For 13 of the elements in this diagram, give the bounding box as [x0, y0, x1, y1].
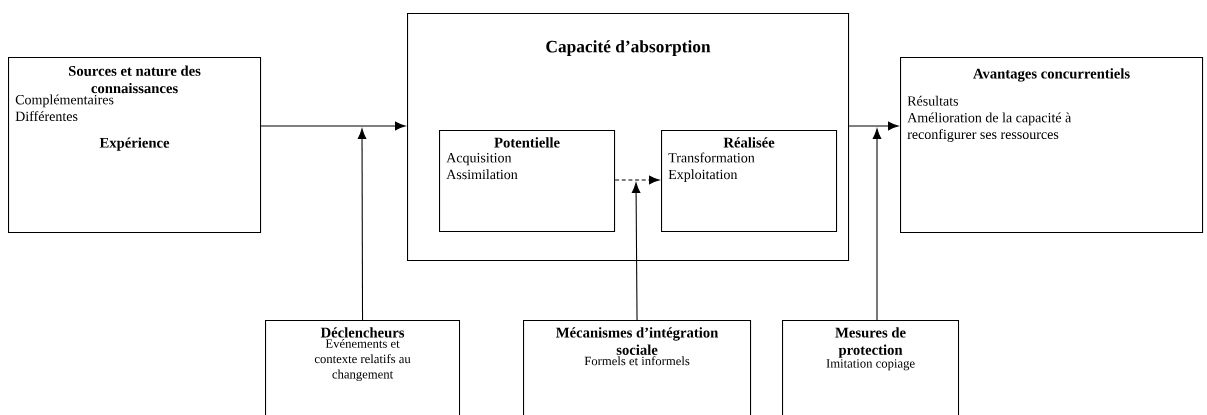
realized-box: Réalisée Transformation Exploitation: [661, 130, 838, 233]
arrow: [872, 128, 882, 321]
advantages-box: Avantages concurrentiels Résultats Amélioration de la capacité à reconfigurer ses ressources: [900, 57, 1204, 234]
arrow: [614, 175, 660, 185]
arrow: [357, 128, 367, 321]
potential-box: Potentielle Acquisition Assimilation: [439, 130, 616, 233]
arrow: [631, 182, 641, 321]
source-box: Sources et nature des connaissances Complémentaires Différentes Expérience: [8, 57, 262, 234]
protection-box: Mesures de protection Imitation copiage: [782, 320, 960, 415]
arrow: [260, 121, 406, 131]
arrow: [848, 121, 899, 131]
mechanisms-box: Mécanismes d’intégration sociale Formels et informels: [523, 320, 752, 415]
trigger-box: Déclencheurs Evénements et contexte relatifs au changement: [265, 320, 461, 415]
